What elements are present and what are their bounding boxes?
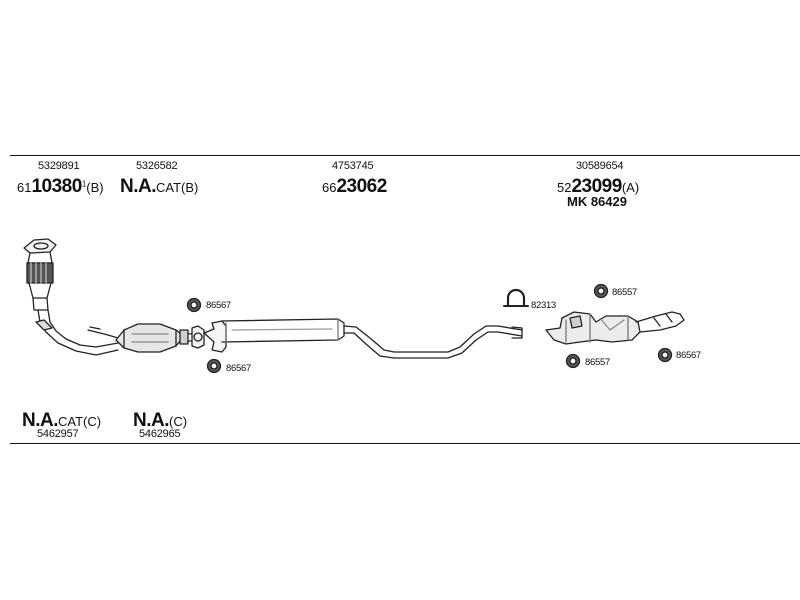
catalytic-converter[interactable] [115, 323, 189, 353]
front-pipe-flange[interactable] [23, 238, 57, 254]
u-clamp-icon[interactable] [503, 288, 529, 308]
callout-label[interactable]: 86567 [226, 363, 251, 374]
part-ref-label: 5462957 [37, 428, 79, 440]
part-ref-label: 5326582 [136, 160, 178, 172]
rubber-mount-icon[interactable] [593, 283, 609, 299]
mounting-kit-label[interactable]: MK 86429 [567, 194, 627, 209]
middle-silencer[interactable] [203, 318, 345, 353]
callout-label[interactable]: 86567 [206, 300, 231, 311]
part-ref-label: 5462965 [139, 428, 181, 440]
front-pipe[interactable] [35, 309, 119, 356]
middle-pipe[interactable] [343, 325, 523, 359]
part-number-label[interactable]: 5223099(A) [557, 176, 640, 197]
part-ref-label: 5329891 [38, 160, 80, 172]
callout-label[interactable]: 82313 [531, 300, 556, 311]
bottom-divider [10, 443, 800, 444]
part-ref-label: 30589654 [576, 160, 624, 172]
rear-silencer[interactable] [545, 311, 685, 345]
part-number-label[interactable]: 61103801(B) [17, 176, 104, 197]
rubber-mount-icon[interactable] [186, 297, 202, 313]
part-number-label[interactable]: N.A.CAT(C) [22, 410, 102, 431]
part-number-label[interactable]: N.A.(C) [133, 410, 188, 431]
callout-label[interactable]: 86557 [612, 287, 637, 298]
part-ref-label: 4753745 [332, 160, 374, 172]
part-number-label[interactable]: N.A.CAT(B) [120, 176, 199, 197]
rubber-mount-icon[interactable] [565, 353, 581, 369]
rubber-mount-icon[interactable] [206, 358, 222, 374]
part-number-label[interactable]: 6623062 [322, 176, 387, 197]
top-divider [10, 155, 800, 156]
flex-joint[interactable] [26, 251, 54, 311]
rubber-mount-icon[interactable] [657, 347, 673, 363]
callout-label[interactable]: 86567 [676, 350, 701, 361]
callout-label[interactable]: 86557 [585, 357, 610, 368]
clamp[interactable] [187, 325, 205, 349]
